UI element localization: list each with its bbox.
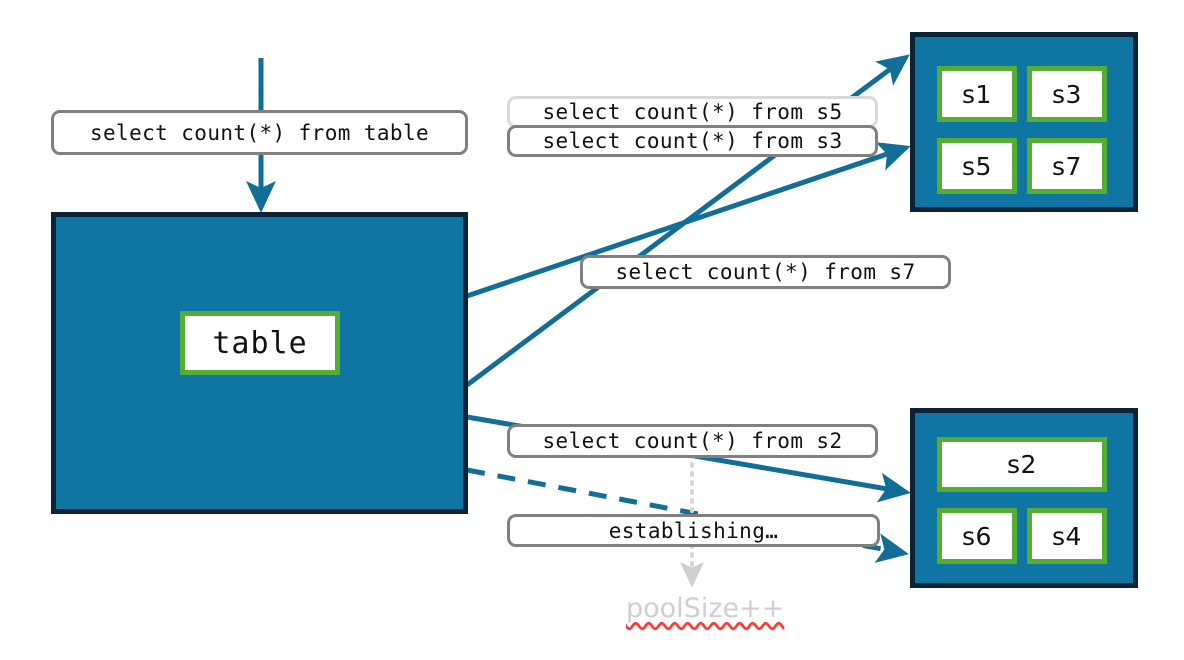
session-node-s7: s7 — [1027, 138, 1107, 194]
session-node-s2-label: s2 — [1007, 450, 1037, 479]
query-label-s3: select count(*) from s3 — [507, 125, 878, 157]
table-node: table — [180, 311, 340, 375]
query-label-s7: select count(*) from s7 — [580, 255, 951, 289]
table-node-label: table — [212, 325, 308, 361]
establishing-label: establishing… — [507, 514, 880, 547]
session-node-s3: s3 — [1027, 66, 1107, 122]
query-label-s7-text: select count(*) from s7 — [615, 260, 916, 284]
session-node-s5: s5 — [937, 138, 1017, 194]
query-label-s3-text: select count(*) from s3 — [542, 129, 843, 153]
query-label-s5-text: select count(*) from s5 — [542, 100, 843, 124]
query-label-s2: select count(*) from s2 — [507, 424, 878, 458]
query-label-s2-text: select count(*) from s2 — [542, 429, 843, 453]
session-node-s2: s2 — [937, 437, 1107, 492]
poolsize-increment-text: poolSize++ — [626, 593, 785, 624]
query-label-s5: select count(*) from s5 — [507, 96, 878, 128]
session-node-s1: s1 — [937, 66, 1017, 122]
session-node-s6-label: s6 — [962, 521, 992, 551]
session-node-s6: s6 — [937, 508, 1017, 564]
source-query-text: select count(*) from table — [89, 120, 430, 145]
session-node-s5-label: s5 — [962, 151, 992, 181]
establishing-label-text: establishing… — [608, 518, 779, 543]
session-node-s4: s4 — [1027, 508, 1107, 564]
source-query-label: select count(*) from table — [51, 110, 468, 155]
session-node-s3-label: s3 — [1052, 79, 1082, 109]
session-node-s1-label: s1 — [962, 79, 992, 109]
session-node-s4-label: s4 — [1052, 521, 1082, 551]
session-node-s7-label: s7 — [1052, 151, 1082, 181]
